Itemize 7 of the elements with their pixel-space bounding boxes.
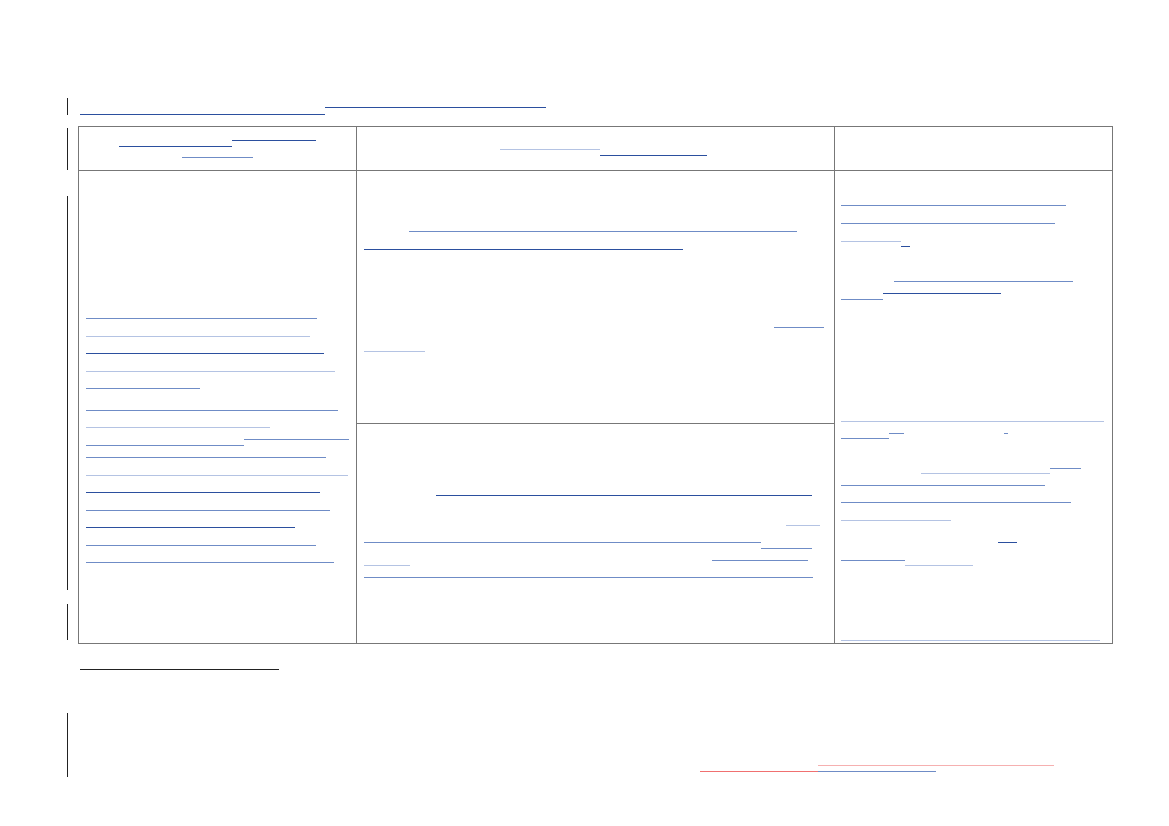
table-cell-frame bbox=[357, 126, 835, 171]
table-cell-frame bbox=[78, 171, 357, 644]
table-cell-frame bbox=[357, 171, 835, 424]
table-cell-frame bbox=[835, 171, 1113, 644]
table-cell-frame bbox=[835, 126, 1113, 171]
table-cell-frame bbox=[357, 424, 835, 644]
table-cell-frame bbox=[78, 126, 357, 171]
